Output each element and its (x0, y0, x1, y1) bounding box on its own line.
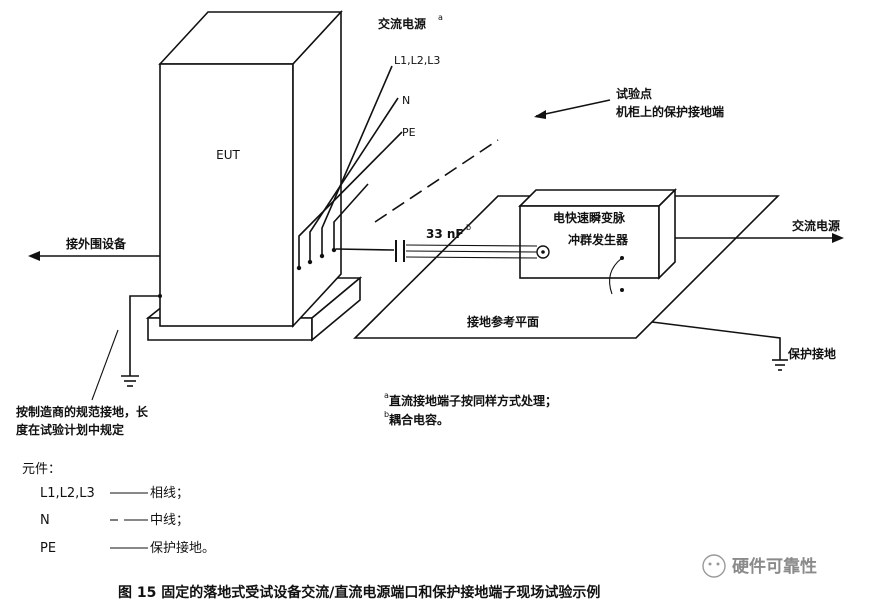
footnote-b: 耦合电容。 (389, 412, 449, 427)
generator-label-line1: 电快速瞬变脉 (553, 210, 626, 225)
legend-desc-phase: 相线； (150, 486, 189, 501)
legend-symbol-phase: L1,L2,L3 (40, 486, 95, 501)
protective-earth-label: 保护接地 (787, 346, 836, 361)
generator-label-line2: 冲群发生器 (568, 232, 629, 247)
coupling-capacitor (335, 240, 538, 262)
legend-desc-neutral: 中线； (150, 513, 189, 528)
legend-heading: 元件： (22, 462, 61, 477)
test-point-desc: 机柜上的保护接地端 (616, 104, 724, 119)
ac-power-top-note-mark: a (438, 13, 443, 22)
ac-power-top-label: 交流电源 (378, 16, 426, 31)
legend-desc-pe: 保护接地。 (150, 540, 215, 556)
footnote-b-mark: b (384, 410, 389, 419)
footnote-a: 直流接地端子按同样方式处理； (389, 393, 557, 408)
pe-label: PE (402, 126, 416, 139)
ac-power-right-label: 交流电源 (792, 218, 840, 233)
protective-earth-connection (651, 321, 788, 371)
neutral-label: N (402, 94, 410, 107)
phase-wires-label: L1,L2,L3 (394, 54, 440, 67)
eut-label: EUT (216, 148, 240, 162)
power-cable-bundle (296, 65, 403, 271)
manufacturer-ground-connection (91, 294, 162, 401)
legend-symbol-neutral: N (40, 513, 50, 528)
ground-plane-label: 接地参考平面 (467, 314, 539, 329)
capacitor-label: 33 nF (426, 227, 464, 241)
burst-generator (518, 188, 677, 295)
footnote-a-mark: a (384, 391, 389, 400)
watermark-text: 硬件可靠性 (732, 556, 817, 577)
to-peripherals-arrow (28, 251, 160, 261)
figure-caption: 图 15 固定的落地式受试设备交流/直流电源端口和保护接地端子现场试验示例 (118, 584, 600, 601)
legend-symbol-pe: PE (40, 541, 56, 556)
to-peripherals-label: 接外围设备 (66, 236, 127, 251)
manufacturer-ground-note-1: 按制造商的规范接地，长 (16, 404, 149, 419)
watermark: 硬件可靠性 (702, 554, 817, 578)
test-point-indicator (374, 99, 611, 223)
test-point-label: 试验点 (616, 86, 652, 101)
capacitor-note-mark: b (466, 223, 471, 232)
eut-cabinet: EUT (145, 9, 363, 342)
manufacturer-ground-note-2: 度在试验计划中规定 (16, 422, 124, 437)
legend: 元件： L1,L2,L3 相线； N 中线； PE 保护接地。 (22, 462, 215, 556)
ac-power-right-arrow (675, 233, 844, 243)
wechat-icon (702, 554, 726, 578)
